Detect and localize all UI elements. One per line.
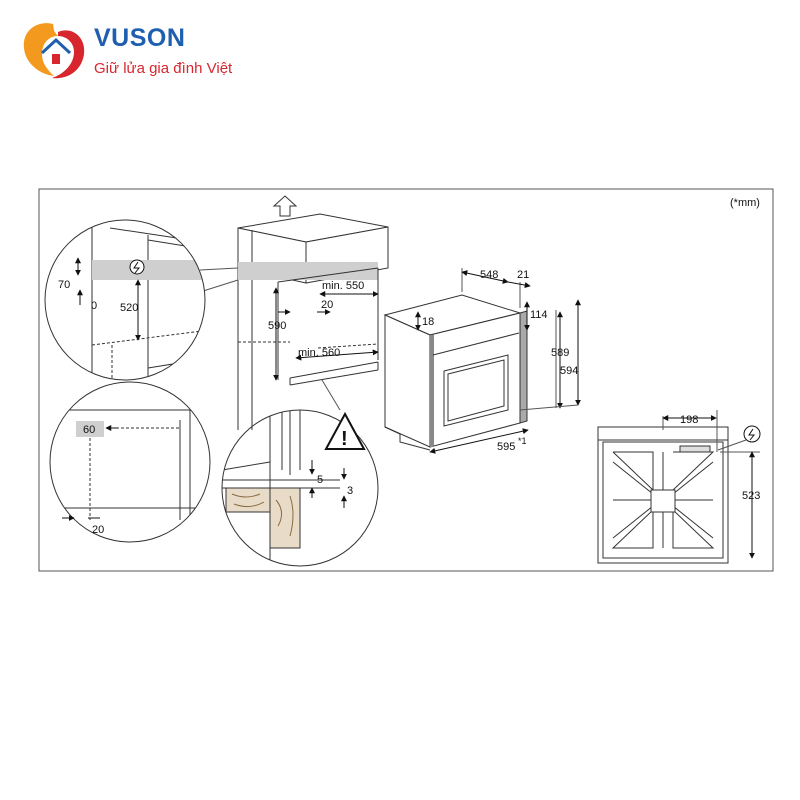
front-socket-height: 523 bbox=[742, 490, 760, 502]
edge-gap-a: 5 bbox=[317, 474, 323, 486]
cabinet-height: 590 bbox=[268, 320, 286, 332]
detail-side: 60 20 bbox=[49, 381, 211, 543]
oven-width-suffix: *1 bbox=[518, 436, 527, 446]
detail-top: 70 0 520 bbox=[44, 219, 206, 381]
oven-height: 594 bbox=[560, 365, 578, 377]
vent-height: 70 bbox=[58, 279, 70, 291]
svg-text:!: ! bbox=[341, 428, 348, 450]
oven-width: 595 bbox=[497, 441, 515, 453]
oven-drawing bbox=[383, 294, 528, 451]
brand-slogan: Giữ lửa gia đình Việt bbox=[94, 60, 233, 77]
vent-offset: 0 bbox=[91, 300, 97, 312]
oven-top-panel: 114 bbox=[530, 309, 548, 321]
edge-gap-b: 3 bbox=[347, 485, 353, 497]
cabinet-min-height: min. 550 bbox=[322, 280, 364, 292]
front-electric-icon bbox=[743, 425, 761, 443]
electric-hazard-icon bbox=[129, 259, 145, 275]
brand-header: VUSON Giữ lửa gia đình Việt bbox=[18, 18, 278, 88]
cabinet-min-depth: min. 560 bbox=[298, 347, 340, 359]
warning-triangle-icon bbox=[324, 411, 366, 450]
oven-depth: 548 bbox=[480, 269, 498, 281]
vuson-logo-icon bbox=[23, 23, 85, 79]
cabinet-drawing bbox=[237, 213, 389, 430]
airflow-up-arrow-icon bbox=[272, 195, 298, 217]
oven-height-inner: 589 bbox=[551, 347, 569, 359]
front-socket-offset: 198 bbox=[680, 414, 698, 426]
front-view-drawing bbox=[597, 426, 729, 564]
brand-name: VUSON bbox=[94, 24, 186, 52]
oven-top-gap: 18 bbox=[422, 316, 434, 328]
oven-door-depth: 21 bbox=[517, 269, 529, 281]
side-bottom: 20 bbox=[92, 524, 104, 536]
detail-height: 520 bbox=[120, 302, 138, 314]
side-width: 60 bbox=[83, 424, 95, 436]
cabinet-gap: 20 bbox=[321, 299, 333, 311]
detail-edge: ! 5 3 bbox=[221, 409, 379, 567]
unit-note: (*mm) bbox=[730, 197, 760, 209]
